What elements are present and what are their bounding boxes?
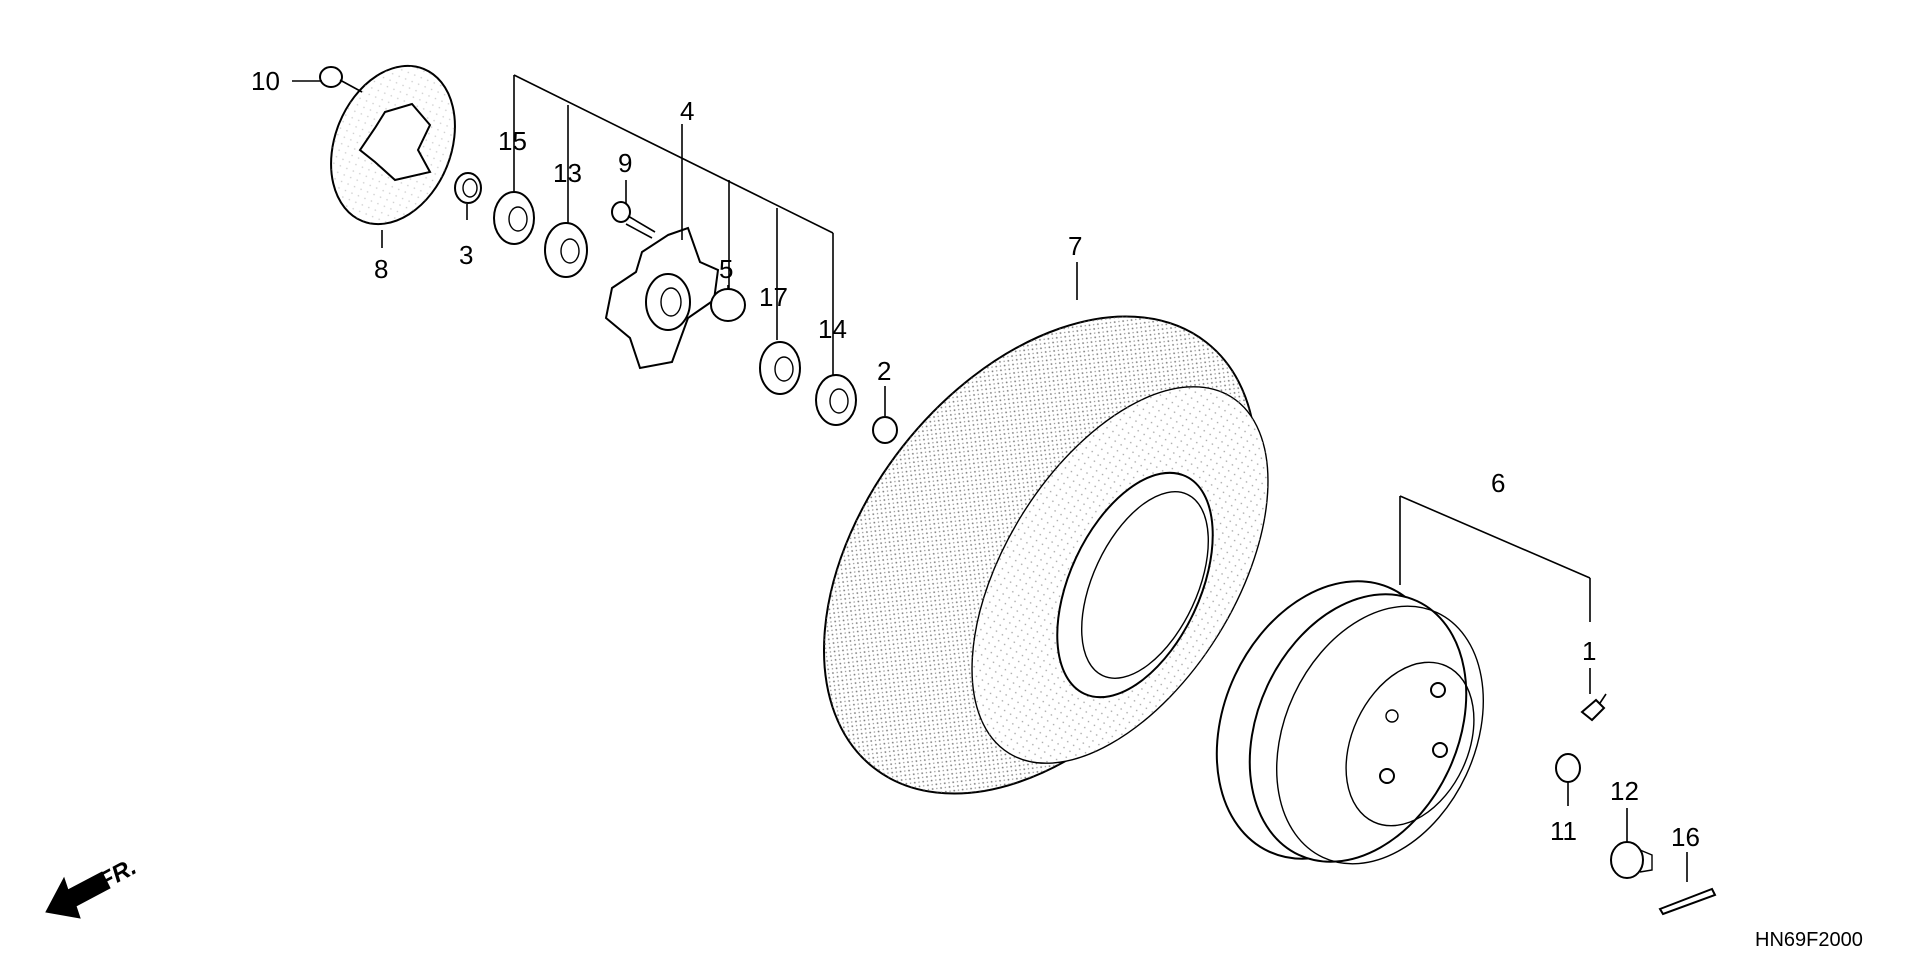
brake-disc bbox=[330, 64, 456, 226]
callout-13: 13 bbox=[553, 158, 582, 188]
disc-bolt bbox=[319, 66, 363, 93]
callout-10: 10 bbox=[251, 66, 280, 96]
callout-9: 9 bbox=[618, 148, 632, 178]
spacer bbox=[872, 416, 898, 444]
callout-14: 14 bbox=[818, 314, 847, 344]
tire-valve bbox=[1580, 693, 1607, 722]
distance-collar bbox=[710, 288, 746, 322]
callout-17: 17 bbox=[759, 282, 788, 312]
leader-lines bbox=[292, 74, 1688, 882]
callout-4: 4 bbox=[680, 96, 694, 126]
bearing-17 bbox=[759, 341, 801, 395]
callout-6: 6 bbox=[1491, 468, 1505, 498]
bearing-13 bbox=[544, 222, 588, 278]
callout-3: 3 bbox=[459, 240, 473, 270]
callout-7: 7 bbox=[1068, 231, 1082, 261]
callout-5: 5 bbox=[719, 254, 733, 284]
wheel-rim bbox=[1215, 580, 1484, 865]
bearing-14 bbox=[815, 374, 857, 426]
dust-seal bbox=[454, 172, 482, 204]
callout-8: 8 bbox=[374, 254, 388, 284]
callout-11: 11 bbox=[1550, 816, 1577, 846]
stud-bolt bbox=[611, 201, 656, 239]
callout-15: 15 bbox=[498, 126, 527, 156]
wheel-nut bbox=[1555, 753, 1581, 783]
callout-1: 1 bbox=[1582, 636, 1596, 666]
castle-nut bbox=[1610, 841, 1653, 879]
tire bbox=[823, 315, 1269, 795]
arrow-icon bbox=[45, 871, 111, 919]
cotter-pin bbox=[1658, 887, 1717, 916]
callout-labels: 10 8 3 15 13 9 4 5 17 14 2 7 6 1 11 12 1… bbox=[251, 66, 1700, 852]
wheel-hub bbox=[604, 226, 720, 370]
bearing-15 bbox=[493, 191, 535, 245]
callout-2: 2 bbox=[877, 356, 891, 386]
front-direction-indicator: FR. bbox=[45, 853, 141, 919]
drawing-code: HN69F2000 bbox=[1755, 929, 1863, 951]
callout-16: 16 bbox=[1671, 822, 1700, 852]
callout-12: 12 bbox=[1610, 776, 1639, 806]
